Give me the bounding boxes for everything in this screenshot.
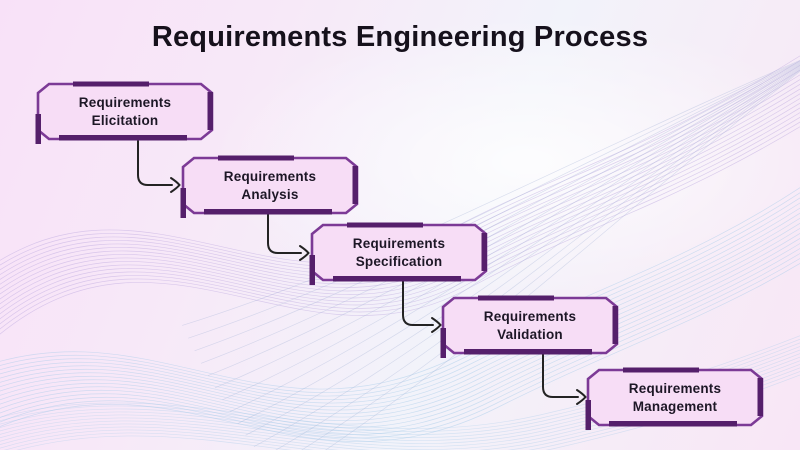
step-label-line1: Requirements — [628, 380, 722, 396]
process-step-validation: Requirements Validation — [440, 295, 620, 359]
box-frame — [35, 81, 214, 144]
page-title: Requirements Engineering Process — [151, 21, 649, 53]
step-label-line1: Requirements — [78, 94, 172, 110]
box-frame — [309, 222, 488, 285]
step-label-line1: Requirements — [483, 308, 577, 324]
process-step-analysis: Requirements Analysis — [180, 155, 360, 219]
arrow-icon — [267, 213, 310, 261]
process-step-elicitation: Requirements Elicitation — [35, 81, 215, 145]
box-frame — [440, 295, 619, 358]
process-step-specification: Requirements Specification — [309, 222, 489, 286]
step-label-line2: Analysis — [241, 186, 299, 202]
process-step-label: Requirements Management — [597, 370, 753, 425]
step-label-line1: Requirements — [223, 168, 317, 184]
arrow-icon — [137, 140, 181, 193]
arrow-icon — [542, 353, 587, 405]
process-step-management: Requirements Management — [585, 367, 765, 431]
process-step-label: Requirements Analysis — [192, 158, 348, 213]
process-step-label: Requirements Validation — [452, 298, 608, 353]
process-step-label: Requirements Specification — [321, 225, 477, 280]
arrow-icon — [402, 280, 442, 333]
box-frame — [585, 367, 764, 430]
process-step-label: Requirements Elicitation — [47, 84, 203, 139]
step-label-line2: Management — [632, 398, 718, 414]
step-label-line1: Requirements — [352, 235, 446, 251]
step-label-line2: Elicitation — [91, 112, 159, 128]
box-frame — [180, 155, 359, 218]
step-label-line2: Specification — [355, 253, 443, 269]
step-label-line2: Validation — [497, 326, 563, 342]
